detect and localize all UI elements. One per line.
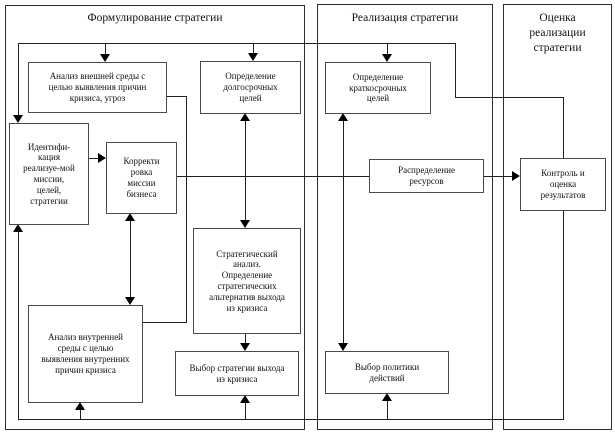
connector-analysis-to-choice: [245, 333, 246, 343]
arrowhead-into-identification-bottom: [13, 224, 23, 232]
arrowhead-into-action-policy-bottom: [382, 393, 392, 401]
arrowhead-into-action-policy-top: [338, 343, 348, 351]
connector-top-feedback-horizontal: [18, 43, 456, 44]
node-strategy-choice: Выбор стратегии выхода из кризиса: [175, 351, 299, 396]
section-title-evaluation: Оценка реализации стратегии: [529, 12, 586, 54]
node-resource-allocation: Распределение ресурсов: [369, 159, 484, 193]
arrowhead-into-control: [512, 171, 520, 181]
node-action-policy: Выбор политики действий: [325, 351, 449, 394]
connector-stub-long-term-goals: [253, 43, 254, 55]
section-frame-implementation: [317, 4, 493, 430]
arrowhead-into-identification-top: [13, 115, 23, 123]
connector-top-left-vertical: [18, 43, 19, 116]
connector-top-right-vertical: [455, 43, 456, 98]
connector-resources-to-control: [483, 176, 512, 177]
connector-stub-strategy-choice: [245, 403, 246, 420]
arrowhead-into-external-analysis: [100, 54, 110, 62]
node-long-term-goals: Определение долгосрочных целей: [200, 61, 301, 114]
connector-stub-action-policy: [387, 401, 388, 420]
node-mission-correction: Корректи ровка миссии бизнеса: [106, 142, 177, 214]
arrowhead-into-strategy-choice-top: [240, 343, 250, 351]
connector-top-right-horizontal: [455, 97, 564, 98]
node-strategic-analysis: Стратегический анализ. Определение страт…: [193, 228, 301, 334]
connector-stub-external-analysis: [105, 43, 106, 55]
node-internal-analysis: Анализ внутренней среды с целью выявлени…: [28, 305, 143, 403]
arrowhead-into-mission-correction-bottom: [125, 213, 135, 221]
connector-external-internal-bottom: [142, 322, 187, 323]
node-short-term-goals: Определение краткосрочных целей: [325, 62, 431, 114]
arrowhead-into-long-term-goals: [248, 53, 258, 61]
connector-correction-internal: [130, 221, 131, 297]
section-frame-formulation: [5, 5, 305, 430]
connector-identification-to-correction: [88, 158, 99, 159]
connector-bottom-left-vertical: [18, 232, 19, 420]
arrowhead-into-internal-analysis-bottom: [75, 402, 85, 410]
node-identification: Идентифи- кация реализуе-мой миссии, цел…: [9, 123, 89, 225]
connector-goals-action-policy: [343, 121, 344, 343]
section-frame-evaluation: [503, 4, 612, 430]
arrowhead-into-long-term-goals-bottom: [240, 113, 250, 121]
arrowhead-into-strategic-analysis-top: [240, 220, 250, 228]
arrowhead-into-mission-correction: [98, 153, 106, 163]
arrowhead-into-short-term-goals-bottom: [338, 113, 348, 121]
connector-from-control-bottom: [563, 210, 564, 420]
connector-stub-short-term-goals: [387, 43, 388, 55]
connector-bottom-feedback-horizontal: [18, 419, 564, 420]
connector-goals-strategic-analysis: [245, 121, 246, 220]
section-title-implementation: Реализация стратегии: [351, 12, 459, 24]
node-external-analysis: Анализ внешней среды с целью выявления п…: [28, 62, 167, 113]
connector-stub-internal-analysis: [80, 410, 81, 420]
section-title-formulation: Формулирование стратегии: [87, 12, 223, 24]
node-control-evaluation: Контроль и оценка результатов: [520, 158, 606, 211]
arrowhead-into-strategy-choice-bottom: [240, 395, 250, 403]
arrowhead-into-internal-analysis-top: [125, 297, 135, 305]
connector-into-control-top: [563, 97, 564, 158]
connector-external-internal-vertical: [186, 96, 187, 323]
arrowhead-into-short-term-goals: [382, 54, 392, 62]
connector-external-internal-top: [166, 96, 187, 97]
connector-correction-to-resources: [176, 176, 369, 177]
